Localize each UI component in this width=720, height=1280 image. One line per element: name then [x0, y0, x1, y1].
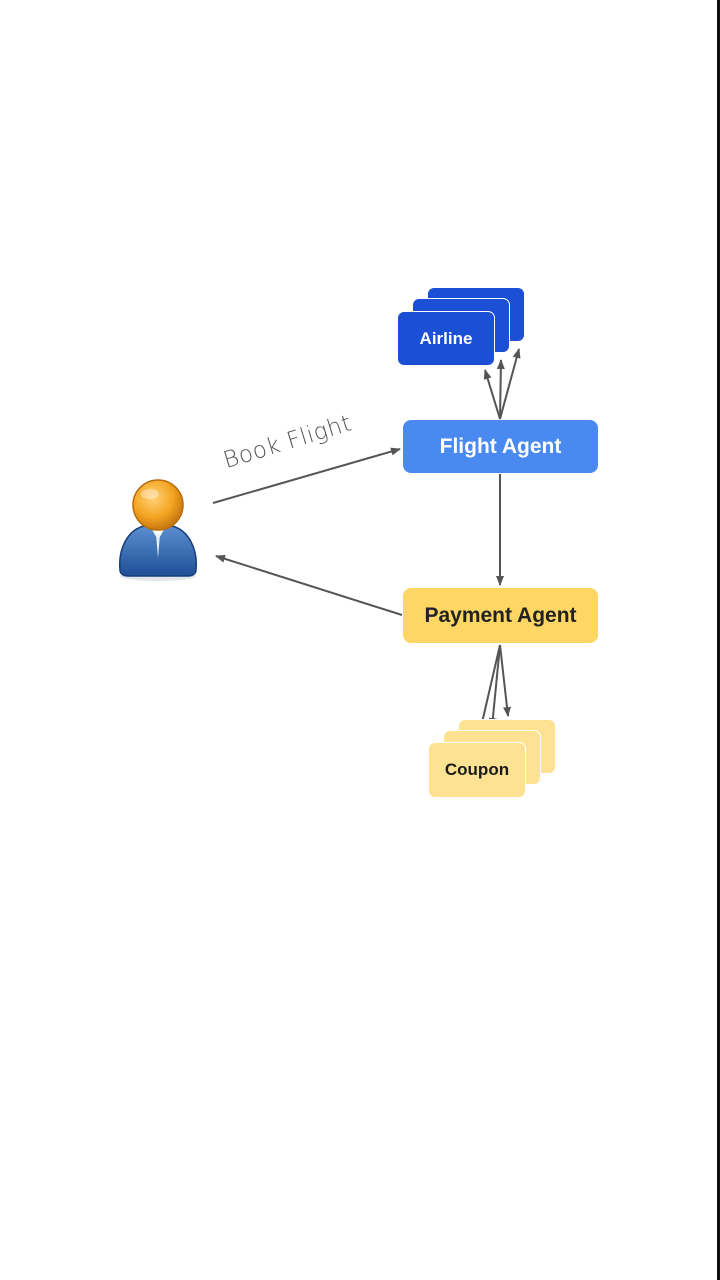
coupon-label: Coupon [444, 760, 510, 779]
right-edge-border [717, 0, 720, 1280]
edge-flight-to-airline-3 [499, 348, 521, 420]
payment-agent-node: Payment Agent [403, 588, 598, 643]
flight-agent-label: Flight Agent [439, 434, 562, 458]
coupon-card-front: Coupon [428, 742, 526, 798]
edge-flight-to-airline-1 [483, 369, 501, 420]
flight-agent-node: Flight Agent [403, 420, 598, 473]
airline-card-front: Airline [397, 311, 495, 366]
user-icon [119, 479, 197, 581]
edge-payment-to-coupon-2 [488, 644, 501, 728]
edge-payment-to-coupon-3 [499, 644, 511, 717]
edge-flight-to-airline-2 [496, 359, 505, 420]
edge-book-flight [212, 447, 401, 504]
payment-agent-label: Payment Agent [424, 603, 577, 627]
airline-label: Airline [419, 328, 473, 348]
edge-payment-to-user [215, 554, 403, 616]
